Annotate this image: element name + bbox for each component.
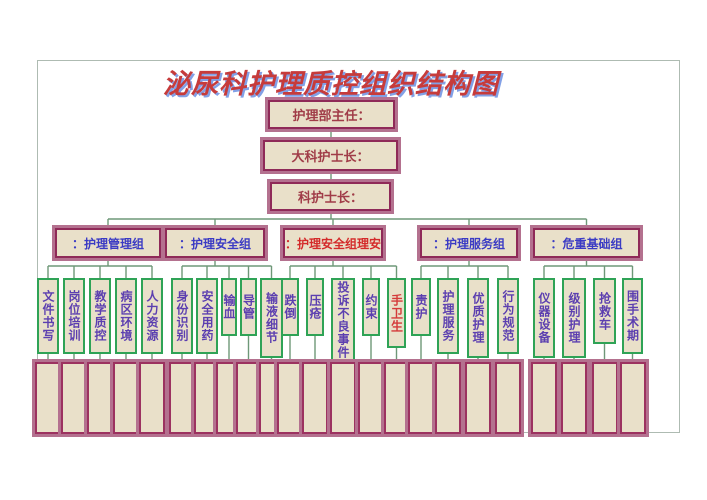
child-box-4-0: 仪器设备 [533,278,555,358]
bottom-box-2-4 [384,362,410,434]
child-box-3-3: 行为规范 [497,278,519,354]
group-box-3: ：护理服务组 [420,228,518,258]
child-box-3-1: 护理服务 [437,278,459,354]
child-box-2-1: 压疮 [306,278,324,336]
group-box-2: ：护理安全组理安 [283,228,383,258]
child-box-4-2: 抢救车 [593,278,616,344]
chain-box-1: 大科护士长： [263,140,398,171]
bottom-box-2-3 [358,362,384,434]
child-box-4-1: 级别护理 [562,278,586,358]
child-box-3-0: 责护 [411,278,431,336]
bottom-box-3-2 [465,362,491,434]
bottom-box-2-0 [277,362,303,434]
child-box-1-1: 安全用药 [196,278,218,354]
child-box-0-1: 岗位培训 [63,278,85,354]
child-box-1-4: 输液细节 [260,278,283,358]
child-box-2-2: 投诉不良事件 [331,278,355,362]
bottom-box-2-2 [330,362,356,434]
group-box-0: ：护理管理组 [55,228,161,258]
child-box-2-0: 跌倒 [281,278,299,336]
child-box-0-3: 病区环境 [115,278,137,354]
bottom-box-4-1 [561,362,587,434]
bottom-box-2-1 [302,362,328,434]
child-box-1-3: 导管 [240,278,257,336]
bottom-box-3-1 [435,362,461,434]
child-box-0-4: 人力资源 [141,278,163,354]
child-box-2-3: 约束 [362,278,380,336]
bottom-box-4-2 [592,362,618,434]
child-box-1-2: 输血 [221,278,237,336]
child-box-1-0: 身份识别 [171,278,193,354]
group-box-4: ：危重基础组 [533,228,640,258]
child-box-0-0: 文件书写 [37,278,59,354]
bottom-box-0-3 [113,362,139,434]
bottom-box-1-0 [169,362,195,434]
group-box-1: ：护理安全组 [165,228,265,258]
page-title: 泌尿科护理质控组织结构图 [163,69,499,100]
bottom-box-0-1 [61,362,87,434]
child-box-3-2: 优质护理 [467,278,489,358]
bottom-box-4-3 [620,362,646,434]
chain-box-2: 科护士长： [270,182,391,211]
child-box-0-2: 教学质控 [89,278,111,354]
chain-box-0: 护理部主任： [268,100,395,129]
bottom-box-3-0 [408,362,434,434]
bottom-box-0-2 [87,362,113,434]
child-box-2-4: 手卫生 [387,278,406,348]
bottom-box-3-3 [495,362,521,434]
bottom-box-4-0 [531,362,557,434]
bottom-box-0-4 [139,362,165,434]
bottom-box-0-0 [35,362,61,434]
bottom-box-1-3 [236,362,262,434]
child-box-4-3: 围手术期 [622,278,643,354]
